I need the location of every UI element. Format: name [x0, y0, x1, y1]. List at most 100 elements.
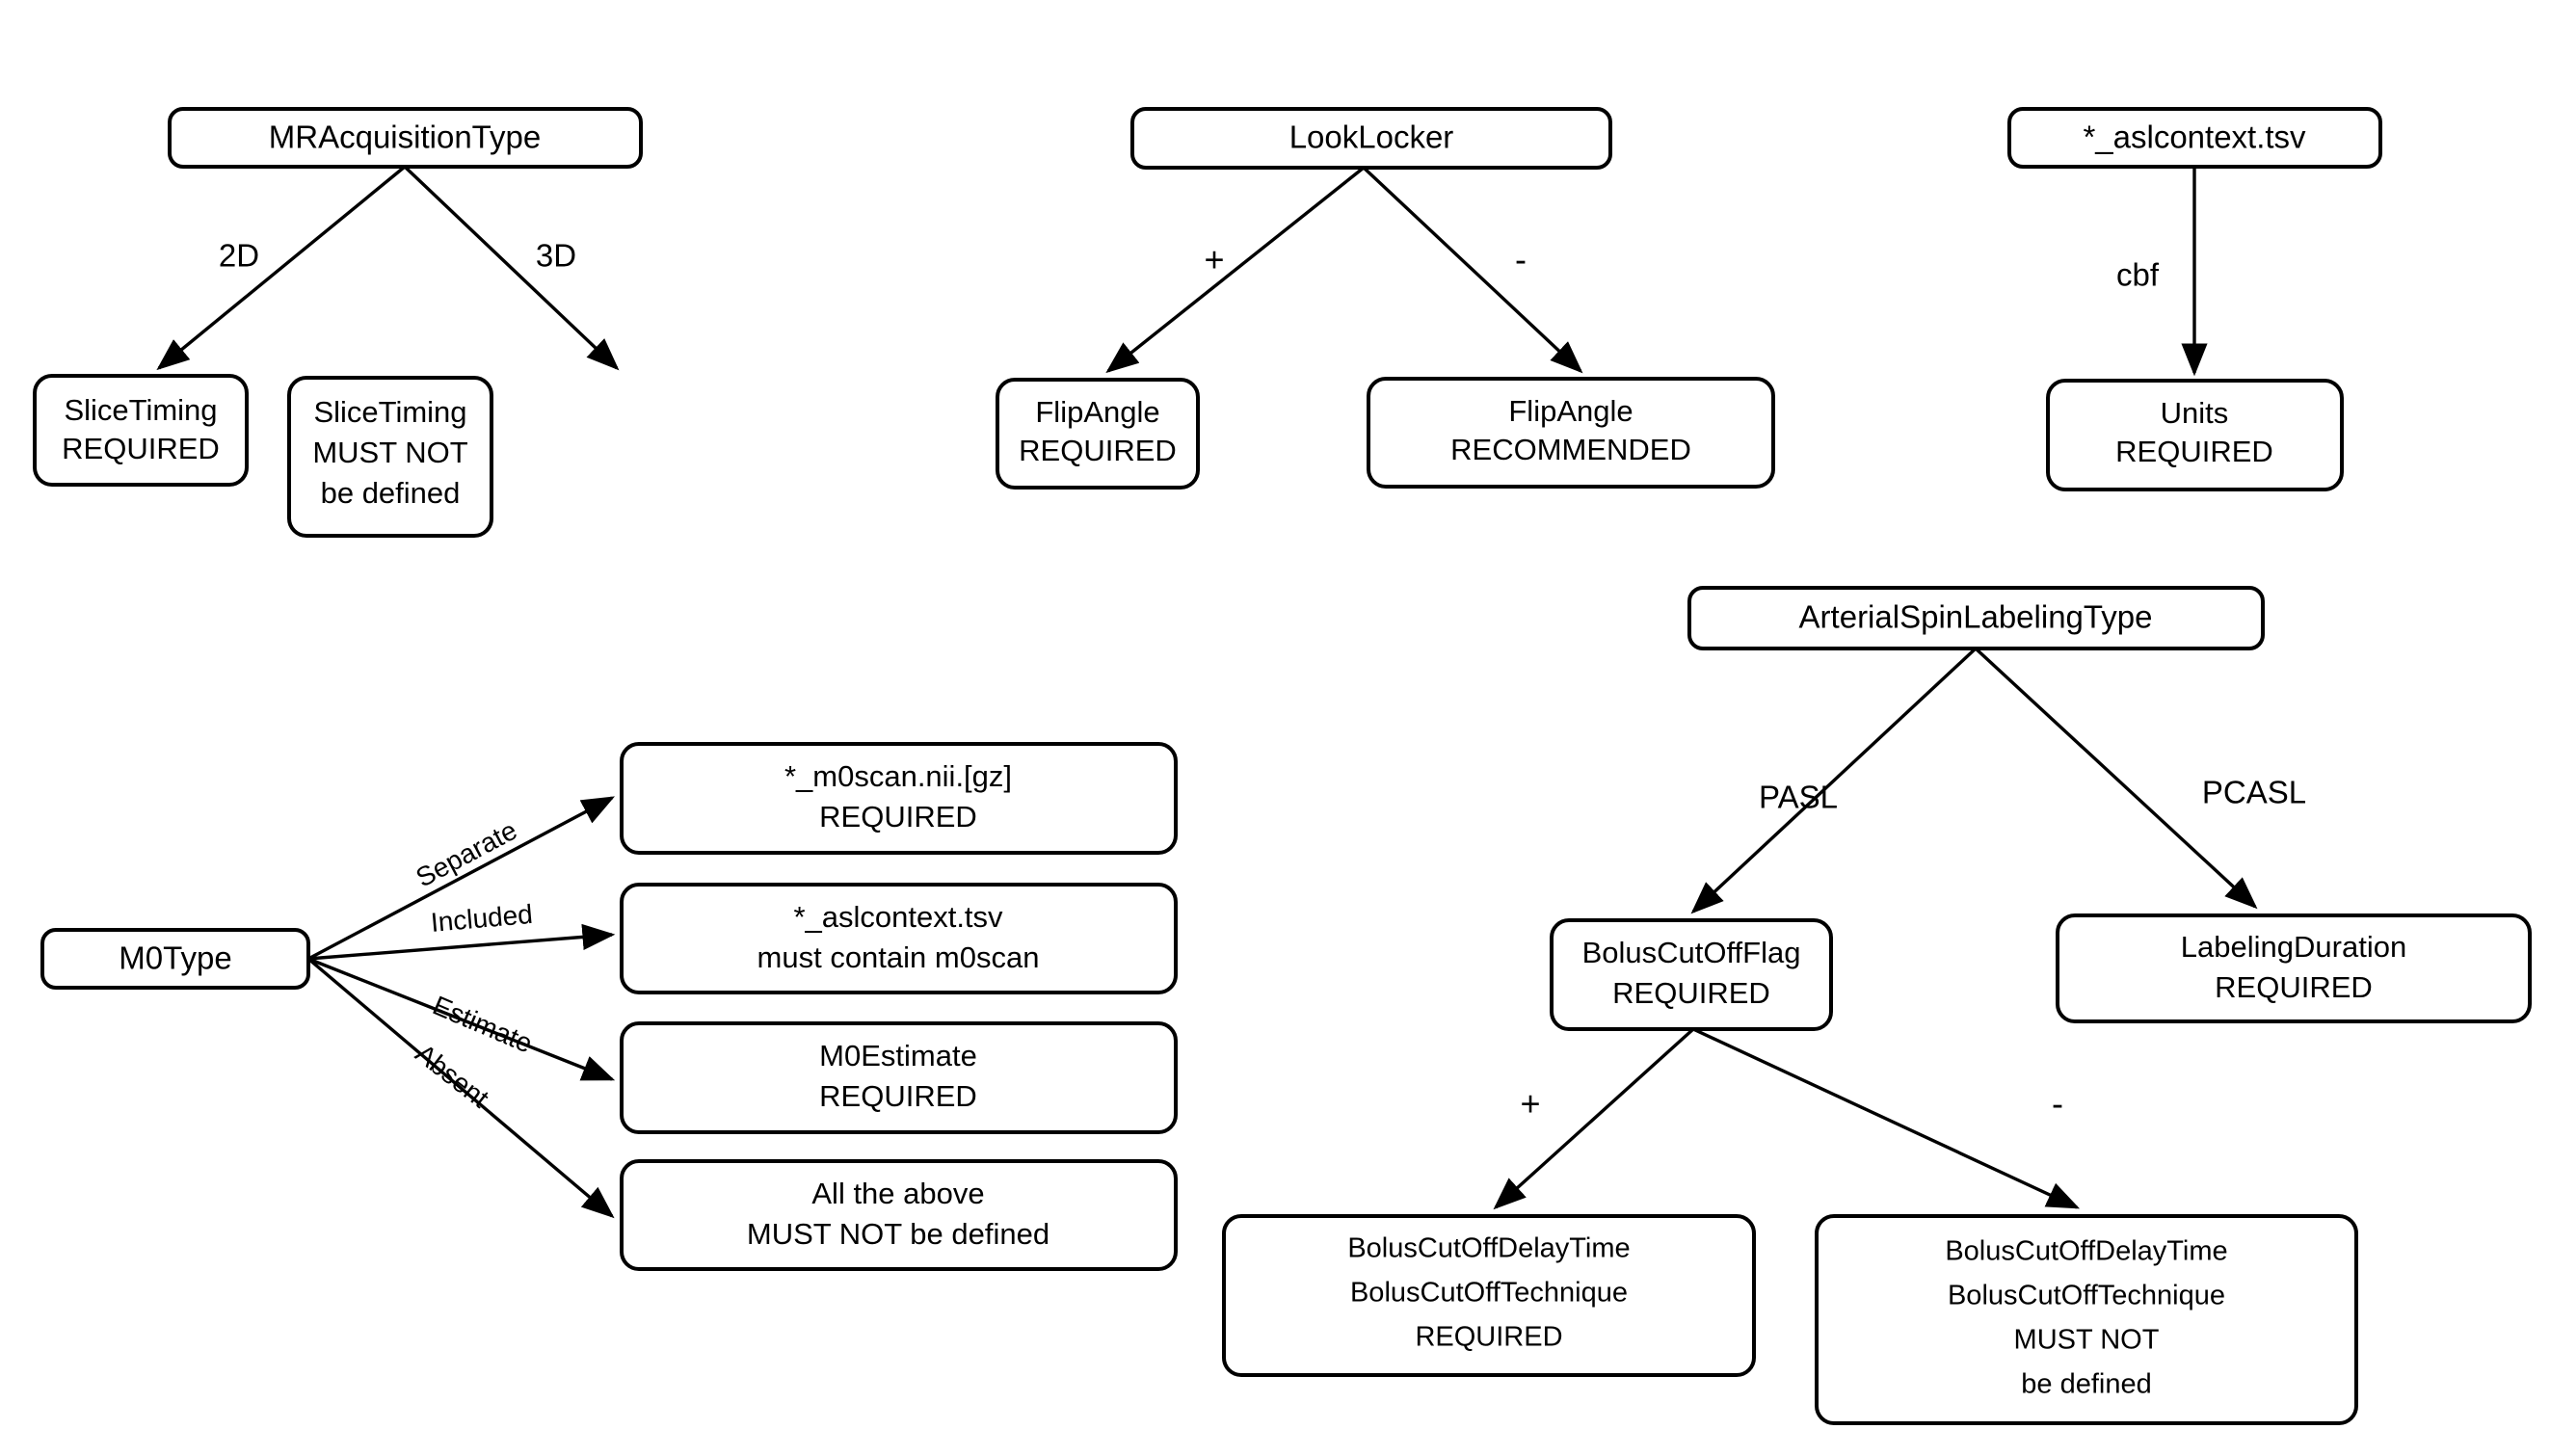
node-slicetiming-mustnot-line3: be defined: [321, 476, 461, 510]
edge-m0type-separate: [307, 796, 616, 961]
node-aslcontext-m0scan-box: [620, 883, 1178, 994]
node-looklocker[interactable]: LookLocker: [1130, 107, 1612, 170]
node-slicetiming-mustnot-line2: MUST NOT: [312, 436, 467, 469]
edge-label-bco-plus: +: [1520, 1084, 1540, 1124]
node-units-line2: REQUIRED: [2115, 435, 2273, 468]
edge-label-2d: 2D: [219, 238, 259, 274]
node-boluscutoff-mustnot-box: [1815, 1214, 2358, 1425]
node-slicetiming-required-line1: SliceTiming: [64, 393, 217, 427]
node-labelingduration[interactable]: LabelingDuration REQUIRED: [2056, 913, 2532, 1023]
node-m0scan-nii-line1: *_m0scan.nii.[gz]: [784, 759, 1012, 793]
node-mracquisitiontype[interactable]: MRAcquisitionType: [168, 107, 643, 169]
node-slicetiming-mustnot-line1: SliceTiming: [313, 395, 466, 429]
node-all-the-above-box: [620, 1159, 1178, 1271]
node-slicetiming-mustnot[interactable]: SliceTiming MUST NOT be defined: [287, 376, 493, 538]
node-boluscutoff-required-line3: REQUIRED: [1415, 1322, 1562, 1353]
node-flipangle-recommended-line1: FlipAngle: [1508, 394, 1633, 428]
node-looklocker-box: [1130, 107, 1612, 170]
edge-m0type-included: [307, 923, 616, 961]
node-m0type-label: M0Type: [119, 940, 231, 976]
edge-label-estimate: Estimate: [429, 991, 537, 1059]
node-slicetiming-required-box: [33, 374, 249, 487]
node-labelingduration-box: [2056, 913, 2532, 1023]
group-m0type: Separate Included Estimate Absent M0Type…: [40, 742, 1178, 1271]
node-labelingduration-line2: REQUIRED: [2215, 970, 2373, 1004]
node-boluscutoff-required-line1: BolusCutOffDelayTime: [1347, 1233, 1630, 1264]
node-m0scan-nii-box: [620, 742, 1178, 855]
node-boluscutoff-required-box: [1222, 1214, 1756, 1377]
edge-mracq-3d: [403, 165, 620, 371]
node-arterialspinlabelingtype-label: ArterialSpinLabelingType: [1799, 599, 2153, 635]
group-mracquisitiontype: 2D 3D MRAcquisitionType SliceTiming REQU…: [33, 107, 643, 538]
node-arterialspinlabelingtype[interactable]: ArterialSpinLabelingType: [1687, 586, 2265, 650]
node-boluscutoffflag-line2: REQUIRED: [1612, 976, 1770, 1010]
node-units-required[interactable]: Units REQUIRED: [2046, 379, 2344, 491]
node-m0estimate-box: [620, 1021, 1178, 1134]
node-looklocker-label: LookLocker: [1289, 119, 1454, 155]
group-boluscutoffflag-branch: + - BolusCutOffDelayTime BolusCutOffTech…: [1222, 1027, 2358, 1425]
edge-label-3d: 3D: [536, 238, 576, 274]
node-slicetiming-required-line2: REQUIRED: [62, 432, 220, 465]
edge-label-cbf: cbf: [2116, 257, 2160, 293]
node-m0scan-nii-line2: REQUIRED: [819, 800, 977, 834]
node-aslcontext-tsv-label: *_aslcontext.tsv: [2083, 119, 2306, 155]
node-boluscutoffflag[interactable]: BolusCutOffFlag REQUIRED: [1550, 918, 1833, 1031]
edge-label-pasl: PASL: [1759, 780, 1838, 815]
node-boluscutoff-required[interactable]: BolusCutOffDelayTime BolusCutOffTechniqu…: [1222, 1214, 1756, 1377]
node-all-the-above[interactable]: All the above MUST NOT be defined: [620, 1159, 1178, 1271]
node-m0estimate-line2: REQUIRED: [819, 1079, 977, 1113]
node-aslcontext-m0scan[interactable]: *_aslcontext.tsv must contain m0scan: [620, 883, 1178, 994]
edge-label-included: Included: [430, 899, 534, 938]
edge-bco-plus: [1493, 1027, 1695, 1210]
node-m0estimate-line1: M0Estimate: [819, 1039, 977, 1072]
node-arterialspinlabelingtype-box: [1687, 586, 2265, 650]
node-boluscutoff-required-line2: BolusCutOffTechnique: [1350, 1278, 1628, 1309]
node-all-the-above-line1: All the above: [811, 1177, 984, 1210]
edge-looklocker-minus: [1362, 166, 1583, 374]
node-flipangle-required-line1: FlipAngle: [1035, 395, 1159, 429]
node-flipangle-required-box: [996, 378, 1200, 490]
node-boluscutoff-mustnot-line4: be defined: [2021, 1369, 2151, 1400]
node-flipangle-required-line2: REQUIRED: [1019, 434, 1177, 467]
node-m0estimate[interactable]: M0Estimate REQUIRED: [620, 1021, 1178, 1134]
edge-label-looklocker-plus: +: [1204, 240, 1224, 279]
group-looklocker: + - LookLocker FlipAngle REQUIRED FlipAn…: [996, 107, 1775, 490]
edge-label-pcasl: PCASL: [2202, 775, 2306, 810]
node-all-the-above-line2: MUST NOT be defined: [747, 1217, 1049, 1251]
edge-mracq-2d: [156, 165, 407, 371]
node-units-line1: Units: [2161, 396, 2229, 430]
node-aslcontext-tsv[interactable]: *_aslcontext.tsv: [2007, 107, 2382, 169]
node-mracquisitiontype-label: MRAcquisitionType: [269, 119, 541, 155]
edge-aslt-pasl: [1690, 647, 1978, 914]
edge-label-bco-minus: -: [2052, 1084, 2063, 1124]
node-labelingduration-line1: LabelingDuration: [2181, 930, 2406, 964]
edge-m0type-absent: [306, 957, 615, 1219]
node-m0type-box: [40, 928, 310, 990]
group-aslcontext: cbf *_aslcontext.tsv Units REQUIRED: [2007, 107, 2382, 491]
node-aslcontext-tsv-box: [2007, 107, 2382, 169]
edge-aslt-pcasl: [1974, 647, 2258, 910]
node-flipangle-recommended-box: [1367, 377, 1775, 489]
node-slicetiming-mustnot-box: [287, 376, 493, 538]
node-boluscutoff-mustnot-line2: BolusCutOffTechnique: [1948, 1281, 2225, 1311]
node-aslcontext-m0scan-line1: *_aslcontext.tsv: [793, 900, 1003, 934]
node-boluscutoffflag-line1: BolusCutOffFlag: [1582, 936, 1801, 969]
edge-looklocker-plus: [1105, 166, 1366, 374]
node-m0scan-nii[interactable]: *_m0scan.nii.[gz] REQUIRED: [620, 742, 1178, 855]
edge-m0type-estimate: [307, 957, 616, 1081]
node-flipangle-recommended[interactable]: FlipAngle RECOMMENDED: [1367, 377, 1775, 489]
node-slicetiming-required[interactable]: SliceTiming REQUIRED: [33, 374, 249, 487]
node-boluscutoff-mustnot[interactable]: BolusCutOffDelayTime BolusCutOffTechniqu…: [1815, 1214, 2358, 1425]
node-boluscutoff-mustnot-line1: BolusCutOffDelayTime: [1945, 1236, 2227, 1267]
edge-label-looklocker-minus: -: [1515, 240, 1527, 279]
node-boluscutoff-mustnot-line3: MUST NOT: [2014, 1325, 2160, 1356]
group-arterialspinlabelingtype: PASL PCASL ArterialSpinLabelingType Bolu…: [1550, 586, 2532, 1031]
node-m0type[interactable]: M0Type: [40, 928, 310, 990]
node-aslcontext-m0scan-line2: must contain m0scan: [757, 940, 1040, 974]
edge-bco-minus: [1692, 1027, 2081, 1209]
node-flipangle-required[interactable]: FlipAngle REQUIRED: [996, 378, 1200, 490]
node-units-required-box: [2046, 379, 2344, 491]
edge-label-absent: Absent: [410, 1038, 494, 1113]
